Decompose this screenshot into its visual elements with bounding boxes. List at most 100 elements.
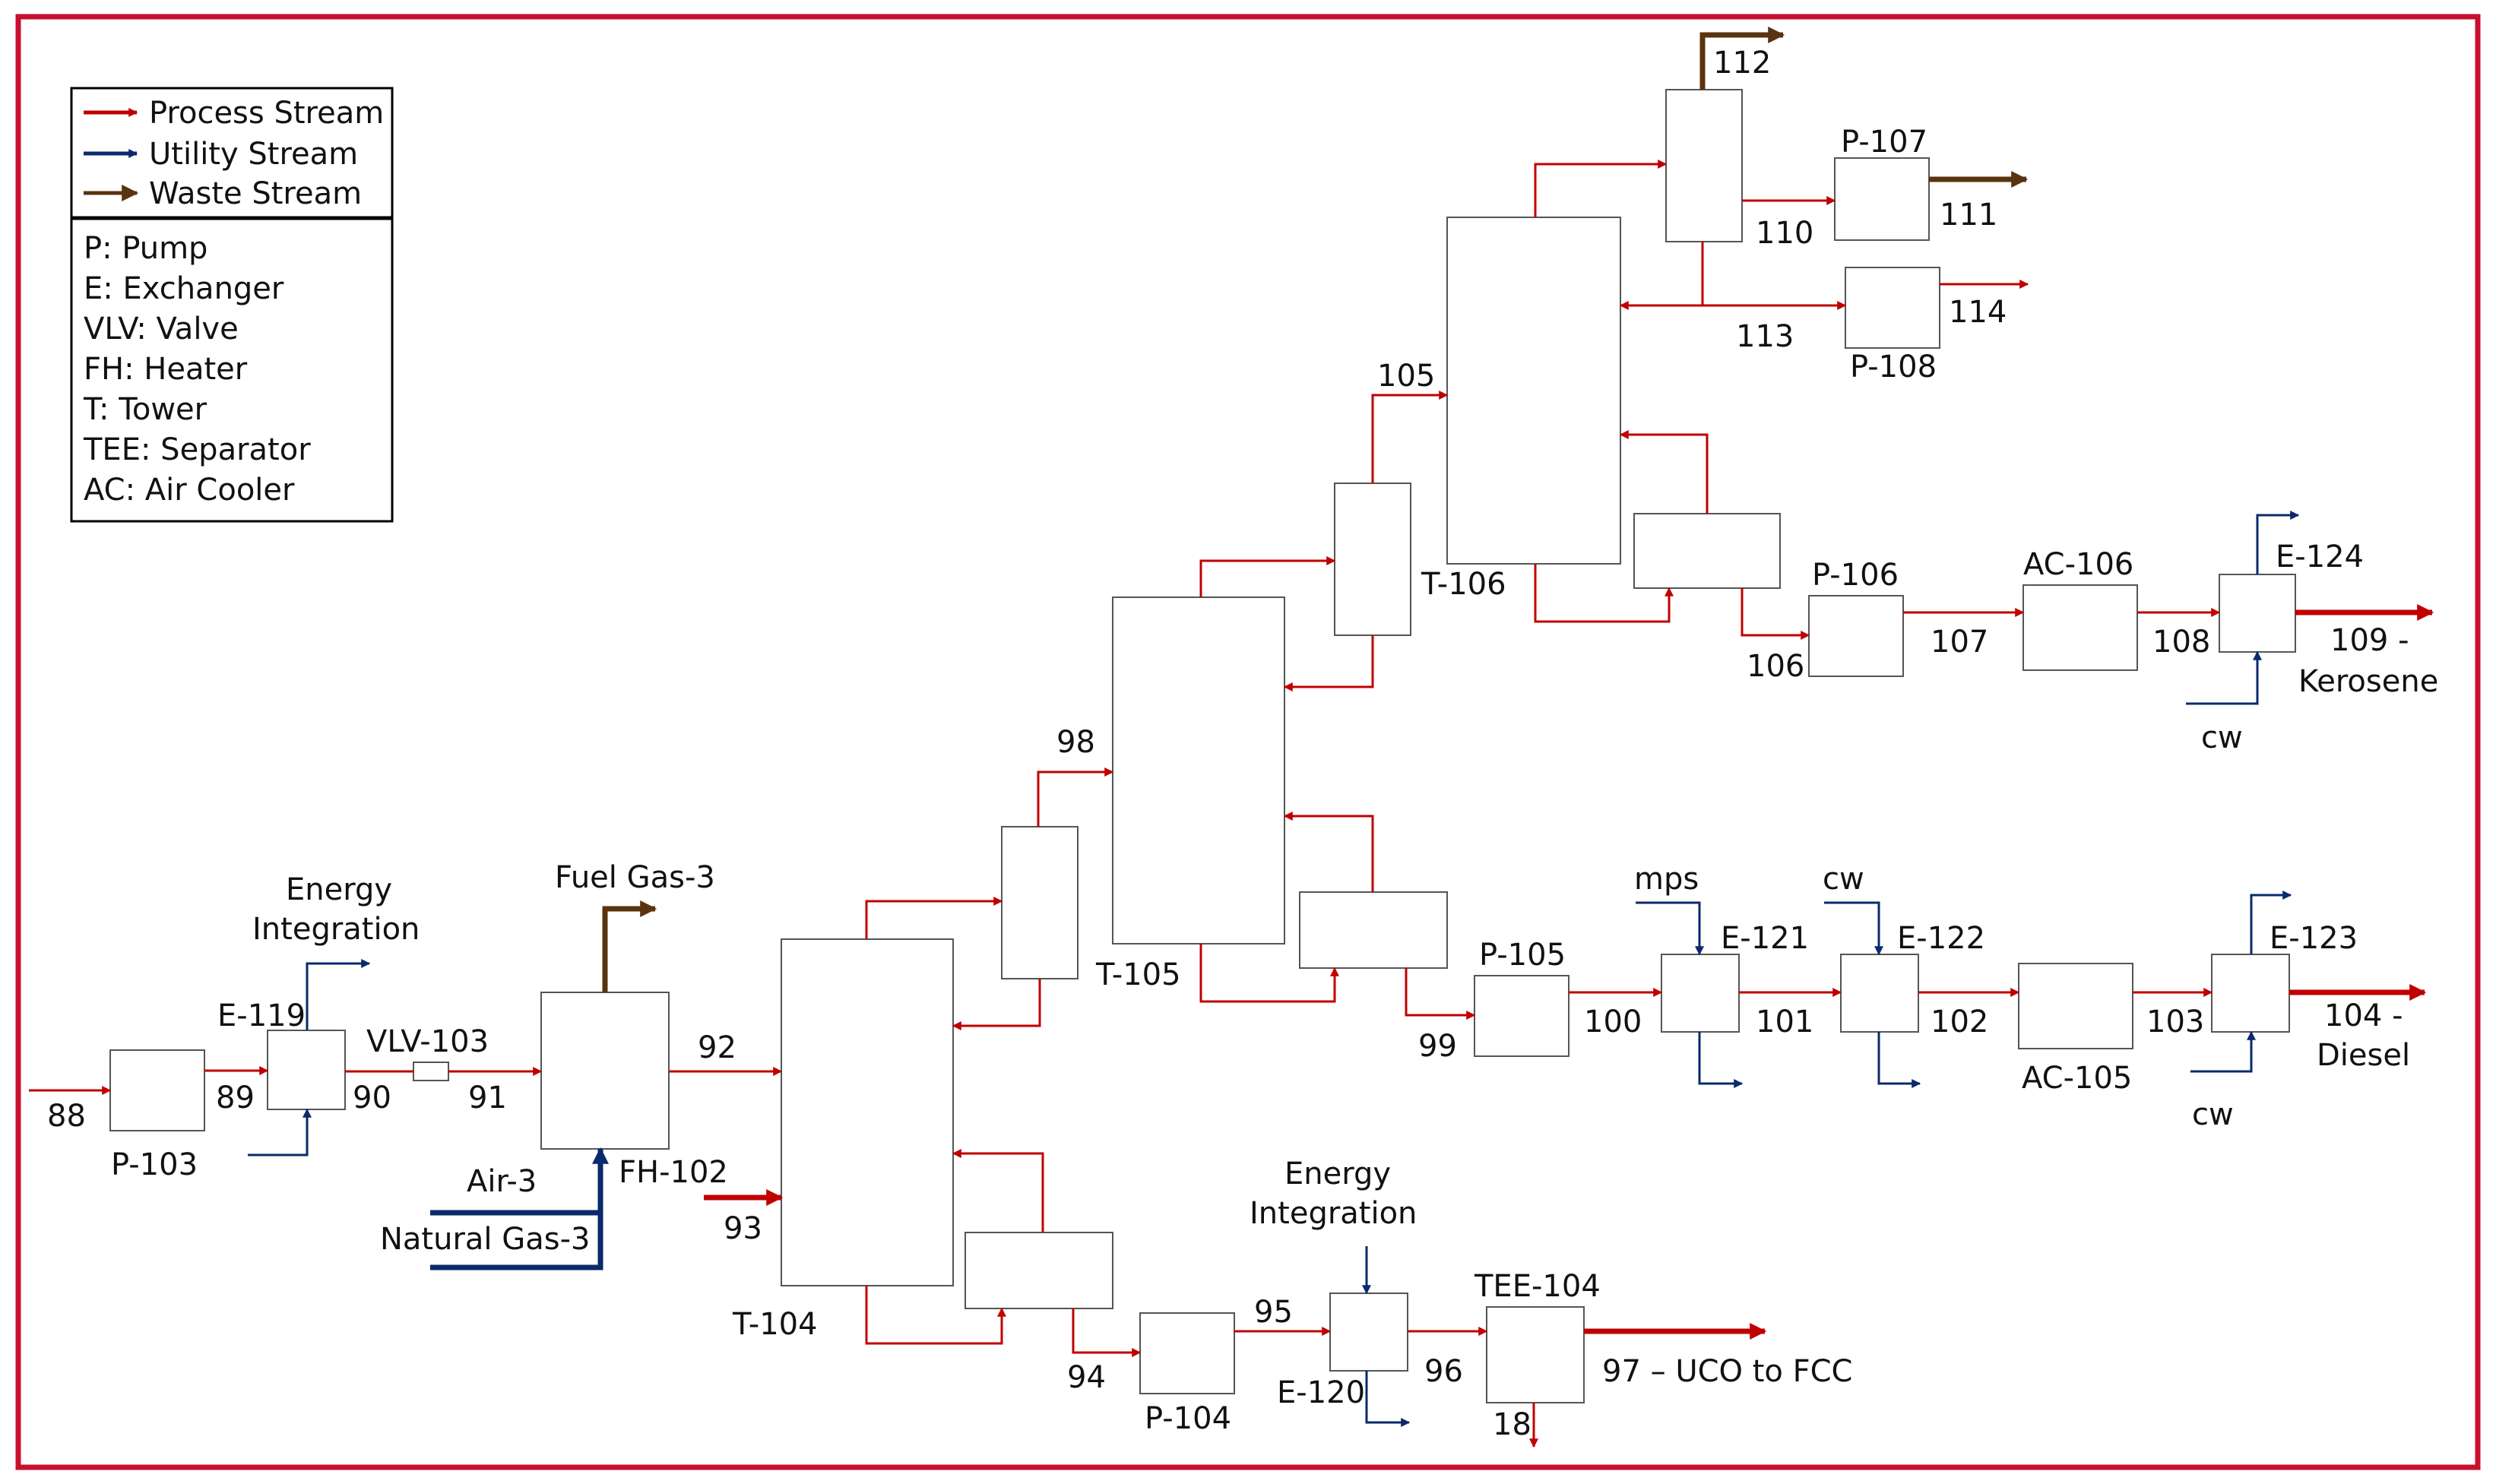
label-vlv103: VLV-103	[366, 1024, 489, 1059]
t106-overhead-line	[1534, 160, 1668, 217]
exchanger-e120	[1329, 1293, 1408, 1372]
label-stream-102: 102	[1931, 1005, 1988, 1039]
label-stream-95: 95	[1254, 1295, 1293, 1330]
label-stream-88: 88	[47, 1099, 86, 1134]
legend-process-label: Process Stream	[149, 96, 384, 131]
abbr-valve: VLV: Valve	[84, 312, 239, 346]
label-stream-109: 109 -	[2330, 623, 2409, 658]
e119-utility-in	[248, 1108, 312, 1157]
pump-p107	[1834, 157, 1930, 241]
label-diesel: Diesel	[2317, 1038, 2410, 1073]
label-e124: E-124	[2276, 539, 2364, 574]
equipment	[109, 89, 2296, 1403]
tower-t104	[781, 938, 954, 1286]
label-e122: E-122	[1897, 921, 1985, 956]
t106-bottoms-line	[1534, 564, 1674, 623]
tower-t106	[1446, 217, 1621, 565]
e119-utility-out	[306, 959, 371, 1030]
label-stream-104: 104 -	[2324, 998, 2403, 1033]
t104-reflux-line	[952, 979, 1041, 1030]
label-kerosene: Kerosene	[2298, 664, 2438, 699]
legend-waste-label: Waste Stream	[149, 176, 362, 211]
utility-streams	[248, 511, 2300, 1427]
label-stream-92: 92	[698, 1030, 736, 1065]
t105-reflux-line	[1283, 635, 1374, 691]
exchanger-e123	[2211, 954, 2290, 1033]
label-stream-96: 96	[1424, 1354, 1463, 1389]
t105-top-drum	[1334, 483, 1411, 636]
t105-overhead-line	[1199, 556, 1336, 597]
process-streams	[29, 160, 2434, 1448]
t106-top-drum	[1665, 89, 1743, 242]
label-stream-91: 91	[468, 1081, 507, 1115]
exchanger-e124	[2219, 574, 2296, 653]
legend: Process Stream Utility Stream Waste Stre…	[70, 87, 394, 523]
exchanger-e119	[267, 1030, 346, 1110]
t106-boilup-line	[1619, 430, 1709, 514]
abbr-tower: T: Tower	[83, 392, 207, 427]
t104-overhead-line	[865, 897, 1003, 939]
label-e121: E-121	[1721, 921, 1809, 956]
label-stream-94: 94	[1067, 1360, 1106, 1395]
t104-boilup-line	[952, 1149, 1044, 1232]
label-energy-integration-2b: Integration	[1250, 1196, 1417, 1231]
label-stream-100: 100	[1584, 1005, 1642, 1039]
label-cw-e122: cw	[1823, 862, 1864, 897]
e121-mps-in	[1636, 901, 1704, 956]
label-stream-105: 105	[1377, 359, 1435, 394]
equipment-labels: P-103 E-119 VLV-103 FH-102 T-104 T-105 T…	[111, 125, 2364, 1436]
label-e120: E-120	[1277, 1375, 1365, 1410]
label-stream-103: 103	[2146, 1005, 2204, 1039]
label-p105: P-105	[1479, 938, 1566, 973]
label-stream-97: 97 – UCO to FCC	[1602, 1354, 1852, 1389]
label-p103: P-103	[111, 1147, 198, 1182]
pump-p103	[109, 1049, 205, 1131]
pump-p108	[1845, 267, 1940, 349]
stream-113-line	[1619, 242, 1704, 310]
pump-p106	[1808, 595, 1904, 677]
stream-106-line	[1741, 588, 1810, 640]
label-stream-93: 93	[724, 1211, 762, 1246]
label-stream-108: 108	[2152, 625, 2210, 660]
valve-vlv103	[413, 1062, 449, 1081]
natural-gas-line	[430, 1147, 609, 1270]
t104-top-drum	[1001, 826, 1079, 979]
exchanger-e122	[1840, 954, 1919, 1033]
label-stream-107: 107	[1931, 625, 1988, 660]
label-stream-112: 112	[1713, 46, 1771, 81]
label-cw-e123: cw	[2192, 1097, 2234, 1132]
e122-utility-out	[1877, 1032, 1921, 1088]
label-stream-90: 90	[353, 1081, 391, 1115]
t105-bottoms-line	[1199, 944, 1339, 1003]
label-e123: E-123	[2270, 921, 2358, 956]
label-t106: T-106	[1421, 567, 1506, 602]
t106-reboiler	[1633, 513, 1781, 589]
abbr-pump: P: Pump	[84, 231, 207, 266]
e123-utility-out	[2250, 891, 2292, 954]
label-energy-integration-1a: Energy	[286, 872, 392, 907]
stream-105-line	[1371, 391, 1449, 483]
e122-cw-in	[1824, 901, 1883, 956]
label-t104: T-104	[732, 1307, 818, 1342]
label-stream-110: 110	[1756, 216, 1813, 251]
pump-p104	[1139, 1312, 1235, 1394]
label-fh102: FH-102	[619, 1155, 728, 1190]
abbreviation-box	[70, 217, 394, 523]
e124-cw-in	[2186, 650, 2262, 705]
e123-cw-in	[2190, 1030, 2256, 1073]
abbr-separator: TEE: Separator	[83, 432, 311, 467]
pump-p105	[1474, 975, 1570, 1057]
stream-112-line	[1699, 27, 1785, 90]
label-p108: P-108	[1850, 350, 1937, 384]
label-stream-89: 89	[216, 1081, 255, 1115]
label-natural-gas: Natural Gas-3	[380, 1222, 590, 1257]
label-stream-113: 113	[1736, 319, 1794, 354]
label-energy-integration-2a: Energy	[1284, 1157, 1391, 1191]
e121-utility-out	[1698, 1032, 1744, 1088]
t105-boilup-line	[1283, 812, 1374, 892]
stream-99-line	[1405, 968, 1476, 1020]
label-stream-106: 106	[1747, 649, 1804, 684]
label-mps: mps	[1634, 862, 1699, 897]
air-cooler-ac105	[2018, 963, 2133, 1049]
